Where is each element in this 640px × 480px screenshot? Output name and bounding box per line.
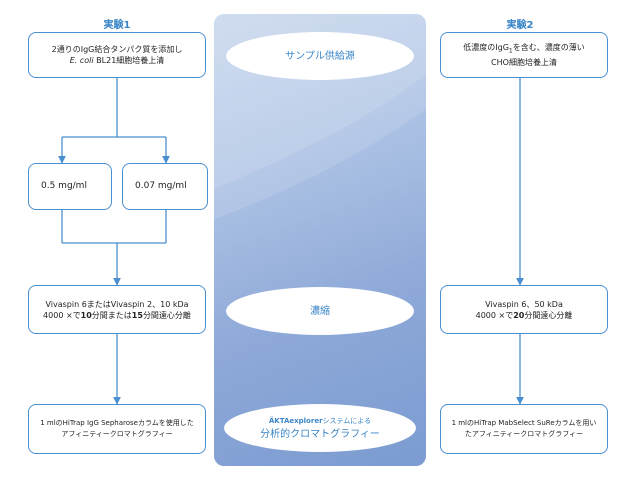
exp1-chromatography-line2: アフィニティークロマトグラフィー [61, 430, 173, 438]
exp2-concentration-time: 20 [513, 310, 525, 320]
aktaexplorer-brand: ÄKTAexplorer [268, 417, 323, 425]
stage-chromatography-line2: 分析的クロマトグラフィー [260, 429, 380, 440]
exp2-concentration-line1: Vivaspin 6、50 kDa [485, 299, 563, 309]
exp2-sample-box: 低濃度のIgG1を含む、濃度の薄い CHO細胞培養上清 [440, 32, 608, 78]
exp1-sample-box: 2通りのIgG結合タンパク質を添加し E. coli BL21細胞培養上清 [28, 32, 206, 78]
exp2-concentration-line2: 4000 ×で20分間遠心分離 [476, 310, 573, 321]
exp2-chromatography-line1: 1 mlのHiTrap MabSelect SuReカラムを用い [451, 419, 597, 427]
exp1-conc-b-value: 0.07 mg/ml [135, 181, 187, 191]
experiment1-title: 実験1 [103, 20, 131, 31]
exp1-conc-b-box: 0.07 mg/ml [122, 163, 208, 210]
exp1-conc-a-value: 0.5 mg/ml [41, 181, 87, 191]
exp1-concentration-box: Vivaspin 6またはVivaspin 2、10 kDa 4000 ×で10… [28, 285, 206, 334]
stage-sample-label: サンプル供給源 [285, 50, 355, 62]
stage-concentration-oval: 濃縮 [226, 287, 414, 335]
exp2-concentration-suffix: 分間遠心分離 [524, 310, 573, 320]
exp2-sample-line2: CHO細胞培養上清 [491, 57, 557, 67]
stage-chromatography-oval: ÄKTAexplorerシステムによる 分析的クロマトグラフィー [224, 404, 416, 452]
exp1-chromatography-line1: 1 mlのHiTrap IgG Sepharoseカラムを使用した [40, 419, 194, 427]
exp1-sample-line1: 2通りのIgG結合タンパク質を添加し [51, 45, 183, 54]
exp1-concentration-line1: Vivaspin 6またはVivaspin 2、10 kDa [45, 299, 189, 309]
exp1-chromatography-box: 1 mlのHiTrap IgG Sepharoseカラムを使用した アフィニティ… [28, 404, 206, 454]
exp1-concentration-line2: 4000 ×で10分間または15分間遠心分離 [43, 310, 191, 321]
exp2-concentration-speed: 4000 ×で [475, 310, 514, 320]
exp2-chromatography-box: 1 mlのHiTrap MabSelect SuReカラムを用い たアフィニティ… [440, 404, 608, 454]
panel-highlight [214, 14, 426, 219]
stage-chromatography-line1-rest: システムによる [322, 417, 372, 425]
stage-chromatography-line1: ÄKTAexplorerシステムによる [269, 415, 371, 428]
exp1-concentration-or: 分間または [91, 310, 132, 320]
exp1-conc-a-box: 0.5 mg/ml [28, 163, 112, 210]
exp1-sample-line2: E. coli BL21細胞培養上清 [70, 55, 165, 66]
exp2-chromatography-line2: たアフィニティークロマトグラフィー [464, 430, 584, 438]
exp1-sample-line2-rest: BL21細胞培養上清 [93, 56, 165, 65]
exp2-sample-igg-subscript: 1 [508, 47, 513, 55]
exp2-concentration-box: Vivaspin 6、50 kDa 4000 ×で20分間遠心分離 [440, 285, 608, 334]
stage-concentration-label: 濃縮 [310, 305, 330, 317]
exp2-sample-line1-rest: を含む、濃度の薄い [512, 43, 585, 53]
exp1-concentration-time1: 10 [80, 310, 92, 320]
exp1-concentration-suffix: 分間遠心分離 [142, 310, 191, 320]
exp1-sample-organism: E. coli [69, 56, 94, 65]
exp2-sample-line1: 低濃度のIgG1を含む、濃度の薄い [463, 42, 584, 57]
exp1-concentration-speed: 4000 ×で [43, 310, 81, 320]
exp1-concentration-time2: 15 [131, 310, 143, 320]
stage-panel [214, 14, 426, 466]
exp2-sample-igg: 低濃度のIgG [463, 43, 509, 53]
experiment2-title: 実験2 [506, 20, 534, 31]
stage-sample-oval: サンプル供給源 [226, 32, 414, 80]
